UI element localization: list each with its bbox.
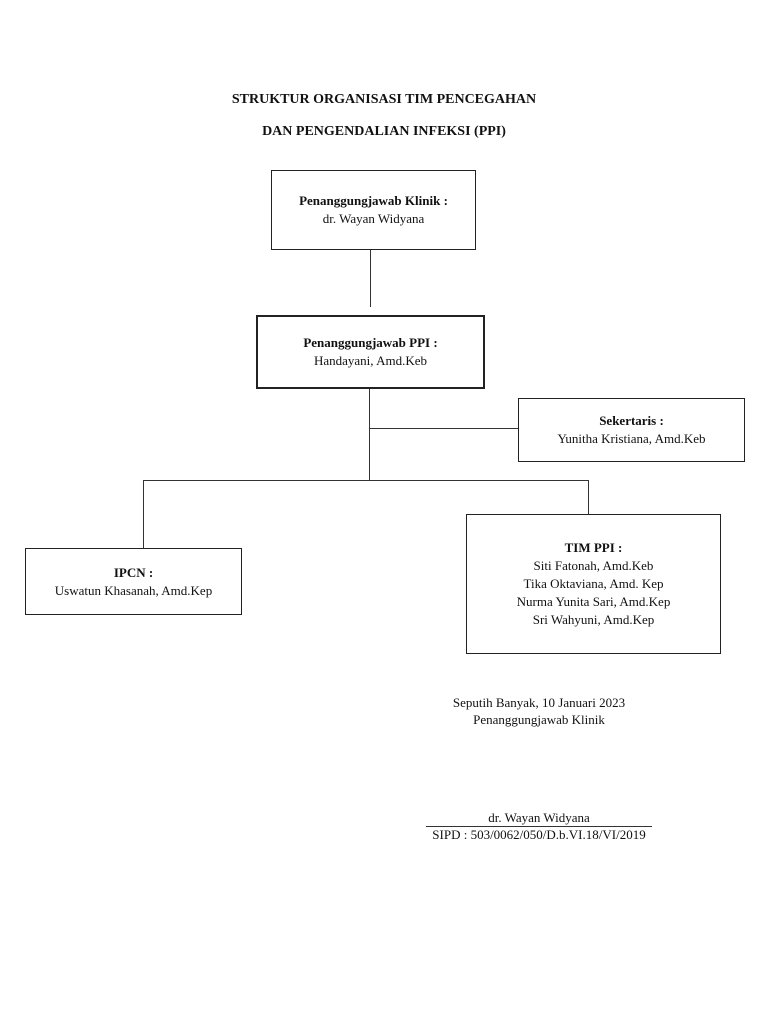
node-name: Uswatun Khasanah, Amd.Kep (54, 582, 213, 598)
connector-ppi-trunk (369, 388, 370, 481)
signature-place-date: Seputih Banyak, 10 Januari 2023 (452, 695, 626, 710)
node-name: Handayani, Amd.Keb (313, 353, 427, 368)
member-item: Tika Oktaviana, Amd. Kep (523, 576, 664, 591)
node-penanggungjawab-ppi: Penanggungjawab PPI : Handayani, Amd.Keb (256, 315, 485, 389)
node-role: Penanggungjawab PPI : (303, 335, 438, 350)
node-name: dr. Wayan Widyana (322, 211, 425, 226)
node-role: IPCN : (113, 564, 154, 580)
signature-underline (426, 826, 652, 827)
node-role: Sekertaris : (599, 413, 664, 428)
signature-position: Penanggungjawab Klinik (473, 712, 605, 727)
connector-ipcn (143, 480, 144, 548)
chart-title-line2: DAN PENGENDALIAN INFEKSI (PPI) (262, 124, 506, 139)
node-ipcn: IPCN : Uswatun Khasanah, Amd.Kep (25, 548, 242, 615)
member-item: Sri Wahyuni, Amd.Kep (532, 612, 655, 627)
member-item: Siti Fatonah, Amd.Keb (533, 558, 654, 573)
connector-sekertaris (369, 428, 518, 429)
member-item: Nurma Yunita Sari, Amd.Kep (516, 594, 671, 609)
connector-klinik-ppi (370, 249, 371, 307)
signature-name: dr. Wayan Widyana (488, 810, 590, 825)
node-role: TIM PPI : (564, 540, 623, 555)
node-role: Penanggungjawab Klinik : (299, 193, 448, 208)
node-sekertaris: Sekertaris : Yunitha Kristiana, Amd.Keb (518, 398, 745, 462)
connector-horizontal (143, 480, 589, 481)
node-penanggungjawab-klinik: Penanggungjawab Klinik : dr. Wayan Widya… (271, 170, 476, 250)
node-name: Yunitha Kristiana, Amd.Keb (557, 431, 706, 446)
signature-sipd: SIPD : 503/0062/050/D.b.VI.18/VI/2019 (432, 827, 646, 842)
connector-tim (588, 480, 589, 514)
chart-title-line1: STRUKTUR ORGANISASI TIM PENCEGAHAN (231, 92, 537, 107)
node-tim-ppi: TIM PPI : Siti Fatonah, Amd.Keb Tika Okt… (466, 514, 721, 654)
